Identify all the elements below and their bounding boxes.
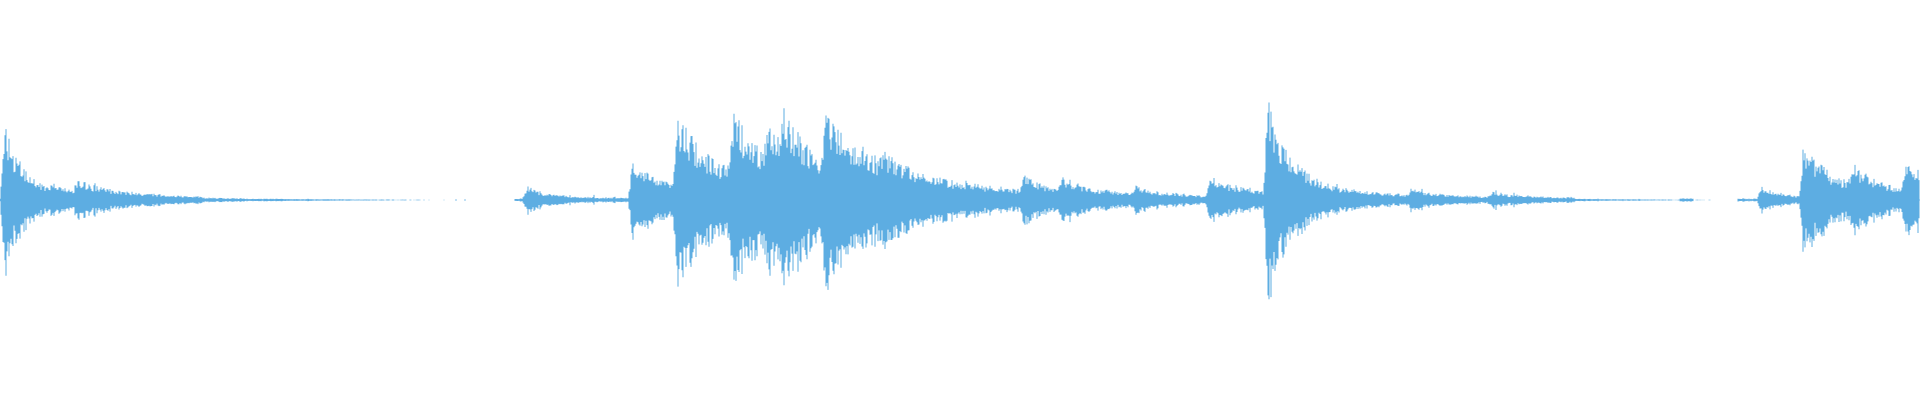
waveform-path xyxy=(0,102,1920,300)
waveform-trace xyxy=(0,102,1920,300)
